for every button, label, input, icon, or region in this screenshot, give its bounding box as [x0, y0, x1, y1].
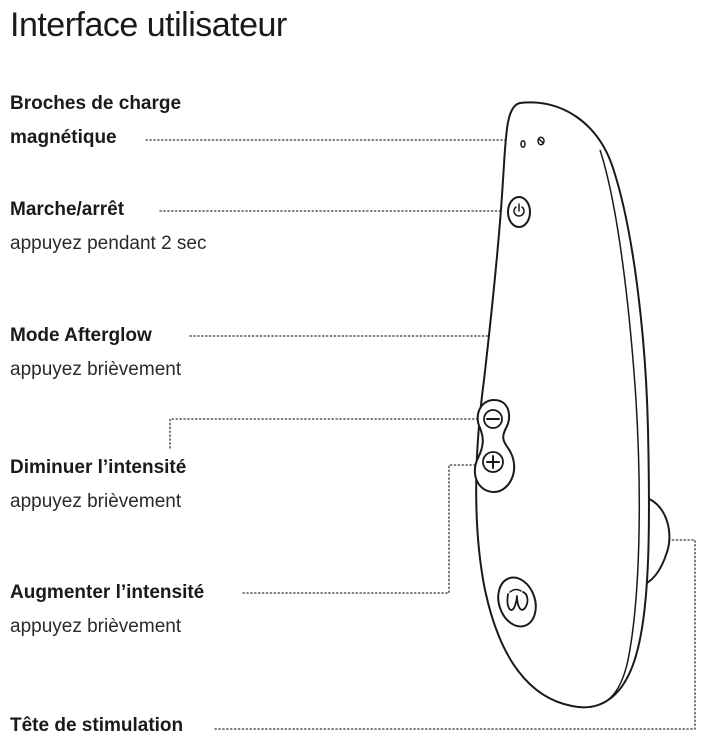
callout-power-note: appuyez pendant 2 sec: [10, 233, 207, 254]
callout-increase-name: Augmenter l’intensité: [10, 582, 205, 603]
power-icon[interactable]: [507, 196, 531, 228]
callout-power: Marche/arrêt appuyez pendant 2 sec: [10, 193, 207, 261]
brand-logo-icon: [497, 576, 537, 628]
callout-charging-pins-name-line2: magnétique: [10, 127, 117, 148]
leader-decrease: [169, 418, 487, 449]
minus-icon[interactable]: [483, 409, 503, 429]
callout-stim-head: Tête de stimulation: [10, 709, 183, 743]
callout-power-name: Marche/arrêt: [10, 199, 125, 220]
leader-increase: [242, 464, 486, 594]
callout-charging-pins: Broches de charge magnétique: [10, 87, 181, 155]
device-body: [475, 101, 650, 709]
callout-afterglow-note: appuyez brièvement: [10, 359, 182, 380]
callout-stim-head-name: Tête de stimulation: [10, 715, 184, 736]
callout-decrease-name: Diminuer l’intensité: [10, 457, 187, 478]
plus-icon[interactable]: [482, 451, 504, 473]
callout-afterglow: Mode Afterglow appuyez brièvement: [10, 319, 181, 387]
callout-afterglow-name: Mode Afterglow: [10, 325, 152, 346]
callout-increase-note: appuyez brièvement: [10, 616, 182, 637]
page-title: Interface utilisateur: [10, 6, 287, 44]
leader-afterglow: [189, 227, 522, 337]
callout-charging-pins-name-line1: Broches de charge: [10, 93, 182, 114]
charging-pin-icon: [520, 136, 545, 148]
leader-stim-head: [214, 539, 696, 730]
callout-decrease: Diminuer l’intensité appuyez brièvement: [10, 451, 186, 519]
device-inner-edge: [599, 149, 641, 705]
callout-decrease-note: appuyez brièvement: [10, 491, 182, 512]
callout-increase: Augmenter l’intensité appuyez brièvement: [10, 576, 204, 644]
